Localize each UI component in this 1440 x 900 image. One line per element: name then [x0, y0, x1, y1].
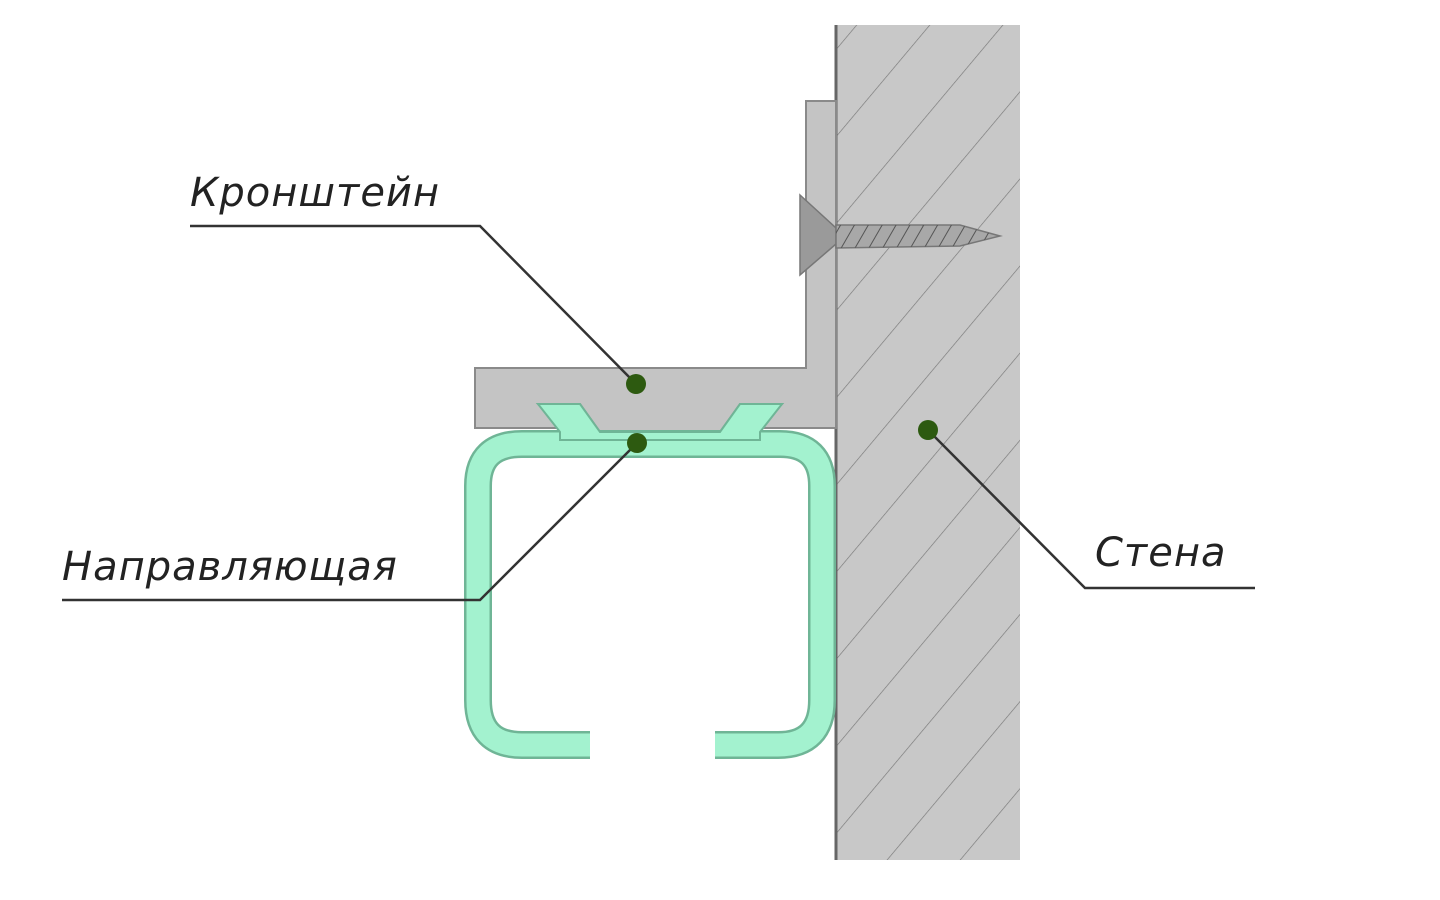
bracket	[474, 100, 837, 433]
rail-label: Направляющая	[62, 544, 398, 590]
wall	[834, 25, 1020, 860]
rail-marker-dot	[627, 433, 647, 453]
screw	[799, 193, 1003, 277]
wall-label: Стена	[1095, 530, 1227, 576]
leader-lines	[62, 224, 1255, 602]
guide-rail	[464, 403, 836, 759]
bracket-marker-dot	[626, 374, 646, 394]
bracket-label: Кронштейн	[190, 170, 441, 216]
wall-marker-dot	[918, 420, 938, 440]
